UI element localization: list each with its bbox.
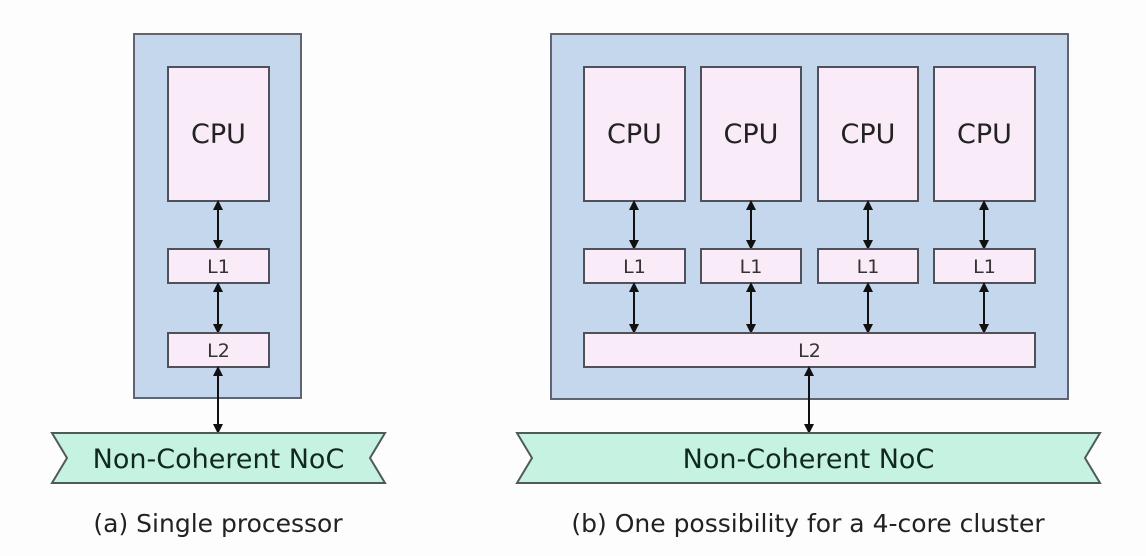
- l2-label: L2: [207, 340, 230, 362]
- caption-a: (a) Single processor: [93, 509, 343, 538]
- cpu-block: [817, 66, 919, 202]
- core-0: CPU L1: [583, 66, 686, 334]
- core-2: CPU L1: [817, 66, 919, 334]
- l2-cache-block: [167, 332, 270, 368]
- cpu-block: [583, 66, 686, 202]
- noc-banner: [50, 432, 387, 484]
- caption-b: (b) One possibility for a 4-core cluster: [571, 509, 1045, 538]
- l2-label: L2: [798, 340, 821, 362]
- noc-banner: [515, 432, 1102, 484]
- l1-cache-block: [700, 248, 802, 284]
- four-core-cluster-diagram: CPU L1 CPU L1 CPU L1 CPU L1: [515, 33, 1102, 538]
- noc-label: Non-Coherent NoC: [683, 444, 935, 475]
- shared-l2-cache-block: [583, 332, 1036, 368]
- l1-cache-block: [817, 248, 919, 284]
- cpu-label: CPU: [607, 119, 662, 150]
- cpu-label: CPU: [957, 119, 1012, 150]
- l1-cache-block: [933, 248, 1036, 284]
- cpu-block: [933, 66, 1036, 202]
- l1-label: L1: [973, 256, 996, 278]
- core-1: CPU L1: [700, 66, 802, 334]
- l1-cache-block: [583, 248, 686, 284]
- cpu-label: CPU: [191, 119, 246, 150]
- single-processor-diagram: CPU L1 L2 Non-Coherent NoC (a) Single pr…: [50, 33, 387, 538]
- l1-label: L1: [740, 256, 763, 278]
- l1-label: L1: [207, 256, 230, 278]
- cpu-block: [167, 66, 270, 202]
- core-3: CPU L1: [933, 66, 1036, 334]
- cpu-label: CPU: [724, 119, 779, 150]
- l1-label: L1: [857, 256, 880, 278]
- noc-label: Non-Coherent NoC: [93, 444, 345, 475]
- cpu-label: CPU: [841, 119, 896, 150]
- l1-label: L1: [623, 256, 646, 278]
